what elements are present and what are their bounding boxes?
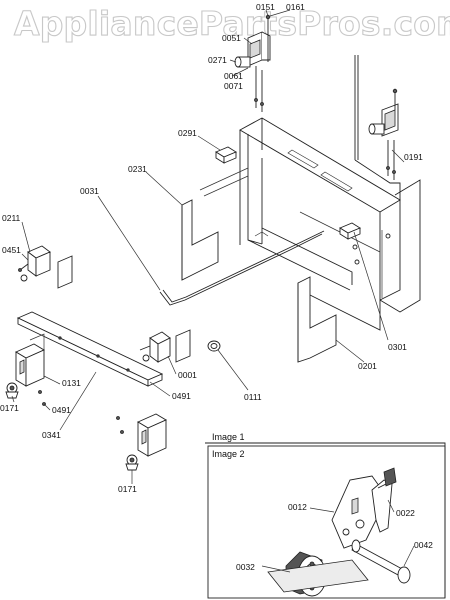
callout-0171-bottom: 0171	[118, 484, 137, 494]
callout-0042: 0042	[414, 540, 433, 550]
top-hinge-assembly	[234, 14, 271, 112]
callout-0001: 0001	[178, 370, 197, 380]
leg-bracket-right	[116, 413, 167, 471]
callout-0211: 0211	[2, 213, 21, 223]
callout-0012: 0012	[288, 502, 307, 512]
callout-0341: 0341	[42, 430, 61, 440]
rod-0031	[159, 230, 325, 306]
callout-0451: 0451	[2, 245, 21, 255]
leader-lines	[11, 9, 405, 484]
clip-0301	[339, 222, 361, 240]
callout-0271: 0271	[208, 55, 227, 65]
inset-assembly: 0012 0022 0042 0032	[236, 467, 433, 597]
guide-plate-0231	[181, 199, 219, 281]
clip-0291	[215, 146, 237, 164]
callout-0301: 0301	[388, 342, 407, 352]
callout-0131: 0131	[62, 378, 81, 388]
callout-0111: 0111	[244, 392, 262, 402]
leg-bracket-0131	[5, 333, 46, 406]
watermark: AppliancePartsPros.com	[13, 3, 450, 43]
callout-0051: 0051	[222, 33, 241, 43]
front-rail-0341	[16, 311, 164, 387]
callout-0491-left: 0491	[52, 405, 71, 415]
callout-0022: 0022	[396, 508, 415, 518]
callout-0191: 0191	[404, 152, 423, 162]
inset-image2-label: Image 2	[212, 449, 245, 459]
callout-0291: 0291	[178, 128, 197, 138]
callout-0032: 0032	[236, 562, 255, 572]
callout-labels: 0151 0161 0051 0271 0061 0071 0291 0191 …	[0, 2, 423, 494]
callout-0231: 0231	[128, 164, 147, 174]
callout-0031: 0031	[80, 186, 99, 196]
clip-0111	[207, 340, 221, 352]
guide-plate-0201	[297, 276, 337, 363]
cabinet-frame	[199, 55, 421, 331]
inset-frame: Image 1 Image 2	[205, 432, 446, 599]
callout-0151: 0151	[256, 2, 275, 12]
callout-0071: 0071	[224, 81, 243, 91]
callout-0061: 0061	[224, 71, 243, 81]
callout-0491-right: 0491	[172, 391, 191, 401]
bracket-0001	[139, 329, 191, 363]
callout-0161: 0161	[286, 2, 305, 12]
callout-0201: 0201	[358, 361, 377, 371]
right-hinge-assembly	[368, 88, 399, 180]
inset-image1-label: Image 1	[212, 432, 245, 442]
callout-0171-left: 0171	[0, 403, 19, 413]
bracket-0211	[18, 245, 73, 289]
